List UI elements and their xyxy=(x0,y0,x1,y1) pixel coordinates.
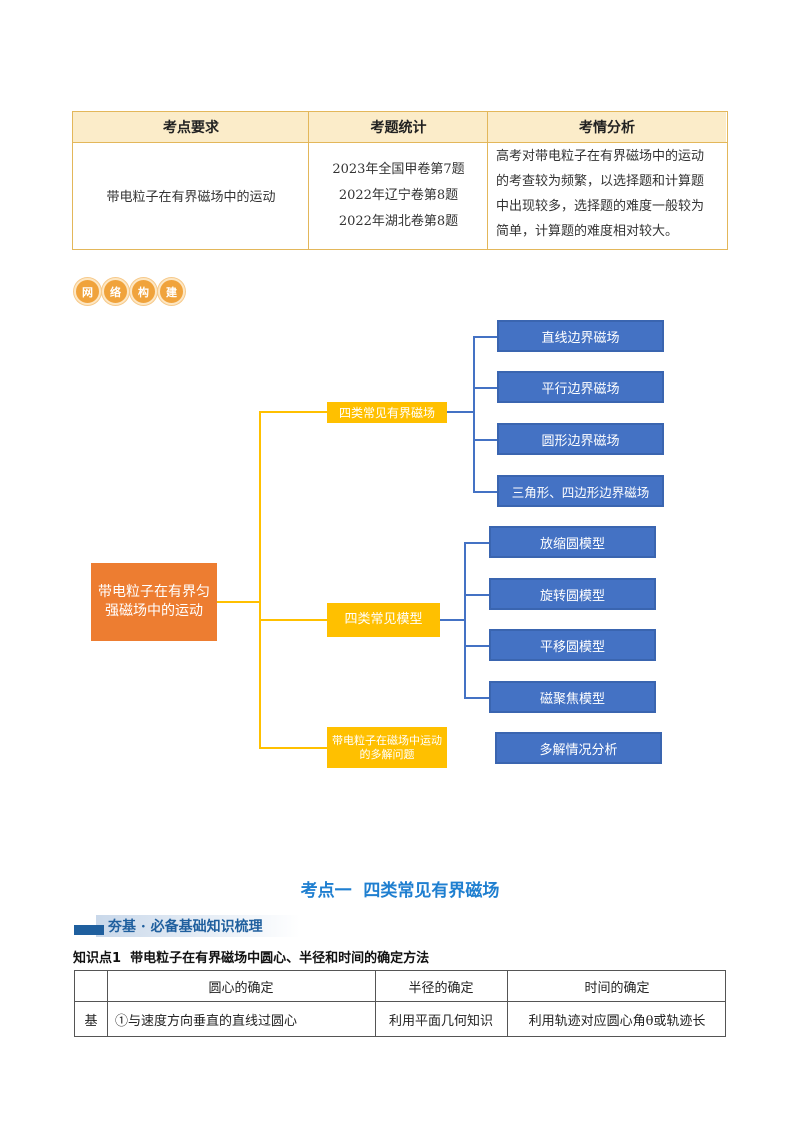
mindmap-root: 带电粒子在有界匀 强磁场中的运动 xyxy=(91,563,217,641)
connector-line xyxy=(464,542,489,544)
header-radius: 半径的确定 xyxy=(408,980,474,996)
leaf-translating-circle: 平移圆模型 xyxy=(489,629,656,661)
stat-line: 2022年辽宁卷第8题 xyxy=(338,188,459,203)
header-requirement: 考点要求 xyxy=(73,112,309,142)
connector-line xyxy=(473,491,497,493)
banner-background xyxy=(96,915,300,937)
center-radius-time-table: 圆心的确定 半径的确定 时间的确定 基 ①与速度方向垂直的直线过圆心 利用平面几… xyxy=(74,970,726,1037)
branch-bounded-fields: 四类常见有界磁场 xyxy=(327,402,447,423)
knowledge-point-title: 知识点1 带电粒子在有界磁场中圆心、半径和时间的确定方法 xyxy=(73,951,430,966)
stat-line: 2023年全国甲卷第7题 xyxy=(332,162,465,177)
badge-char: 网 xyxy=(74,278,101,305)
connector-line xyxy=(464,697,489,699)
connector-line xyxy=(473,336,497,338)
subsection-banner: 夯基 · 必备基础知识梳理 xyxy=(74,915,300,937)
header-time: 时间的确定 xyxy=(584,980,650,996)
connector-line xyxy=(464,645,489,647)
requirement-cell: 带电粒子在有界磁场中的运动 xyxy=(106,190,276,205)
header-center: 圆心的确定 xyxy=(208,980,274,996)
banner-accent xyxy=(74,925,104,935)
connector-line xyxy=(473,387,497,389)
leaf-circular-boundary: 圆形边界磁场 xyxy=(497,423,664,455)
connector-line xyxy=(217,601,260,603)
section-title: 考点一 四类常见有界磁场 xyxy=(300,881,500,901)
leaf-straight-boundary: 直线边界磁场 xyxy=(497,320,664,352)
analysis-line: 高考对带电粒子在有界磁场中的运动 xyxy=(496,149,705,164)
leaf-scaling-circle: 放缩圆模型 xyxy=(489,526,656,558)
table-divider xyxy=(75,1001,725,1002)
time-cell: 利用轨迹对应圆心角θ或轨迹长 xyxy=(528,1013,706,1029)
radius-cell: 利用平面几何知识 xyxy=(388,1013,493,1029)
table-divider xyxy=(107,971,108,1036)
branch-common-models: 四类常见模型 xyxy=(327,603,440,637)
connector-line xyxy=(464,594,489,596)
connector-line xyxy=(464,542,466,698)
leaf-rotating-circle: 旋转圆模型 xyxy=(489,578,656,610)
center-cell: ①与速度方向垂直的直线过圆心 xyxy=(115,1013,298,1029)
subsection-title: 夯基 · 必备基础知识梳理 xyxy=(108,919,263,935)
leaf-multi-solution-analysis: 多解情况分析 xyxy=(495,732,662,764)
connector-line xyxy=(259,619,327,621)
badge-char: 构 xyxy=(130,278,157,305)
badge-char: 络 xyxy=(102,278,129,305)
root-line: 带电粒子在有界匀 xyxy=(98,584,210,600)
leaf-magnetic-focusing: 磁聚焦模型 xyxy=(489,681,656,713)
branch-line: 带电粒子在磁场中运动 xyxy=(332,733,442,747)
analysis-line: 的考查较为频繁，以选择题和计算题 xyxy=(496,174,705,189)
branch-multiple-solutions: 带电粒子在磁场中运动 的多解问题 xyxy=(327,727,447,768)
connector-line xyxy=(473,336,475,492)
analysis-line: 中出现较多，选择题的难度一般较为 xyxy=(496,199,705,214)
stat-line: 2022年湖北卷第8题 xyxy=(338,214,459,229)
table-divider xyxy=(507,971,508,1036)
table-divider xyxy=(308,112,309,249)
network-construction-badge: 网 络 构 建 xyxy=(74,278,185,305)
analysis-line: 简单，计算题的难度相对较大。 xyxy=(496,224,679,239)
badge-char: 建 xyxy=(158,278,185,305)
header-statistics: 考题统计 xyxy=(309,112,488,142)
analysis-cell: 高考对带电粒子在有界磁场中的运动 的考查较为频繁，以选择题和计算题 中出现较多，… xyxy=(496,144,728,244)
leaf-parallel-boundary: 平行边界磁场 xyxy=(497,371,664,403)
stats-cell: 2023年全国甲卷第7题 2022年辽宁卷第8题 2022年湖北卷第8题 xyxy=(309,157,488,235)
connector-line xyxy=(447,411,474,413)
connector-line xyxy=(259,411,327,413)
table-divider xyxy=(73,142,727,143)
row-label: 基 xyxy=(84,1013,98,1029)
root-line: 强磁场中的运动 xyxy=(105,603,203,619)
table-divider xyxy=(375,971,376,1036)
branch-line: 的多解问题 xyxy=(359,747,415,761)
connector-line xyxy=(440,619,465,621)
exam-overview-table: 考点要求 考题统计 考情分析 带电粒子在有界磁场中的运动 2023年全国甲卷第7… xyxy=(72,111,728,250)
table-divider xyxy=(487,112,488,249)
connector-line xyxy=(259,747,327,749)
connector-line xyxy=(473,439,497,441)
header-analysis: 考情分析 xyxy=(488,112,726,142)
connector-line xyxy=(259,411,261,748)
leaf-polygon-boundary: 三角形、四边形边界磁场 xyxy=(497,475,664,507)
